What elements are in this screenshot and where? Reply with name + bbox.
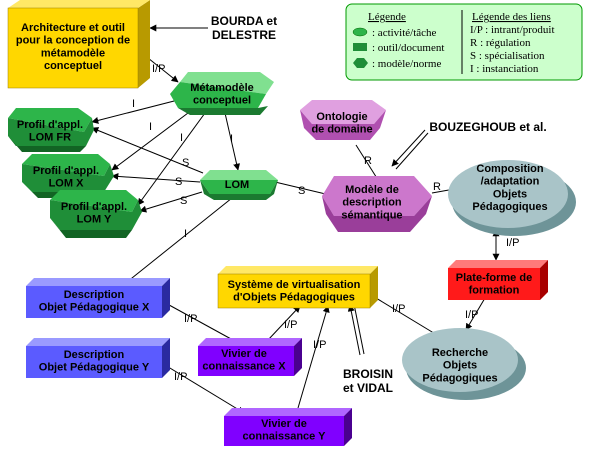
- label-s-profil-y: S: [180, 195, 187, 207]
- node-profil-x: Profil d'appl.LOM X: [22, 154, 114, 198]
- legend-tool-icon: [353, 43, 367, 51]
- author-bouzeghoub: BOUZEGHOUB et al.: [429, 120, 546, 134]
- edge-architecture-metamodele: [147, 57, 179, 83]
- label-i-lom: I: [230, 133, 233, 145]
- edge-metamodele-profil-y: [137, 112, 206, 206]
- edge-lom-profil-fr: [91, 127, 204, 174]
- label-ip-vivier-y-out: I/P: [313, 339, 326, 351]
- edge-metamodele-profil-x: [111, 109, 193, 171]
- edge-vivier-x-systeme: [267, 305, 301, 341]
- node-lom: LOM: [200, 170, 278, 200]
- node-profil-fr-label: Profil d'appl.LOM FR: [17, 119, 83, 144]
- edge-desc-x-vivier-x: [159, 299, 243, 346]
- label-ip-plateforme: I/P: [506, 237, 519, 249]
- label-ip-architecture: I/P: [152, 63, 165, 75]
- node-profil-fr: Profil d'appl.LOM FR: [8, 108, 94, 152]
- edge-lom-profil-x: [111, 172, 201, 183]
- edge-broisin-pointer-b: [353, 303, 365, 355]
- label-ip-recherche: I/P: [465, 309, 478, 321]
- legend-activity-icon: [352, 27, 368, 37]
- edge-lom-desc-x: [121, 197, 233, 287]
- edge-lom-profil-y: [139, 191, 203, 213]
- label-i-profil-y: I: [180, 132, 183, 144]
- edge-desc-y-vivier-y: [159, 361, 245, 414]
- label-ip-vivier-y-in: I/P: [174, 371, 187, 383]
- legend-tool: : outil/document: [372, 42, 444, 54]
- label-ip-systeme: I/P: [392, 303, 405, 315]
- label-ip-vivier-x-in: I/P: [184, 313, 197, 325]
- legend-ip: I/P : intrant/produit: [470, 24, 555, 36]
- edges: [91, 24, 500, 414]
- edge-metamodele-profil-fr: [91, 99, 179, 124]
- edge-labels: I/P I I I I S S S S I R R I/P I/P I/P I/…: [132, 63, 519, 383]
- node-lom-label: LOM: [225, 179, 249, 191]
- legend-title-right: Légende des liens: [472, 11, 551, 23]
- legend-activity: : activité/tâche: [372, 27, 437, 39]
- label-s-modele: S: [298, 185, 305, 197]
- edge-bouzeghoub-pointer-a: [391, 129, 426, 167]
- node-profil-x-label: Profil d'appl.LOM X: [33, 165, 99, 190]
- legend-model: : modèle/norme: [372, 58, 441, 70]
- legend-r: R : régulation: [470, 37, 531, 49]
- edge-plateforme-recherche: [465, 297, 486, 331]
- label-ip-vivier-x-out: I/P: [284, 319, 297, 331]
- node-profil-y: Profil d'appl.LOM Y: [50, 190, 142, 238]
- legend: Légende Légende des liens : activité/tâc…: [345, 3, 583, 81]
- legend-s: S : spécialisation: [470, 50, 545, 62]
- label-s-profil-x: S: [175, 176, 182, 188]
- edge-broisin-pointer-a: [347, 304, 361, 356]
- label-i-profil-fr: I: [132, 98, 135, 110]
- edge-bouzeghoub-pointer-b: [395, 132, 429, 170]
- node-profil-y-label: Profil d'appl.LOM Y: [61, 201, 127, 226]
- label-i-desc-x: I: [184, 228, 187, 240]
- label-i-profil-x: I: [149, 121, 152, 133]
- legend-i: I : instanciation: [470, 63, 539, 75]
- label-r-composition: R: [433, 181, 441, 193]
- edge-metamodele-lom: [224, 112, 241, 171]
- edge-vivier-y-systeme: [297, 305, 330, 409]
- label-s-profil-fr: S: [182, 157, 189, 169]
- legend-title-left: Légende: [368, 11, 406, 23]
- edge-systeme-recherche: [375, 297, 443, 339]
- label-r-ontologie: R: [364, 155, 372, 167]
- legend-model-icon: [353, 58, 368, 68]
